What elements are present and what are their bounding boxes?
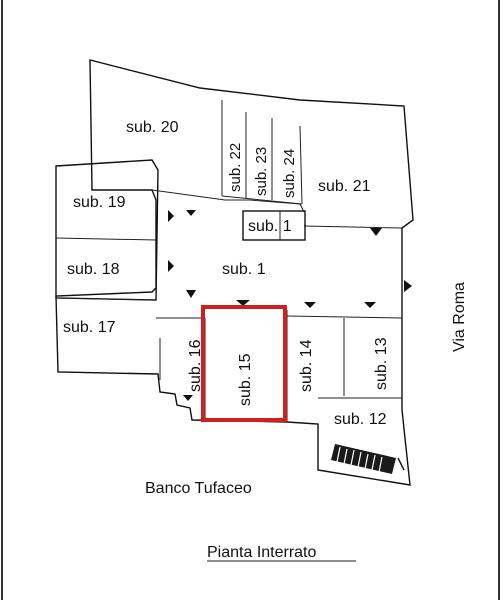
label-sub16: sub. 16: [187, 339, 204, 392]
label-sub20: sub. 20: [126, 119, 179, 136]
label-sub23: sub. 23: [253, 147, 270, 196]
door-marker-corridor: [186, 210, 196, 216]
wall-lower-row-top: [156, 315, 403, 319]
stair-hatch-lines: [336, 446, 383, 473]
label-sub24: sub. 24: [281, 149, 298, 198]
stair-hatch: [331, 444, 396, 474]
label-sub17: sub. 17: [63, 319, 116, 336]
label-sub13: sub. 13: [373, 337, 390, 390]
label-sub1: sub. 1: [222, 261, 266, 278]
label-ground: Banco Tufaceo: [145, 480, 252, 497]
wall-19-18: [55, 237, 157, 241]
door-marker-16: [186, 290, 196, 298]
label-sub1-small: sub. 1: [248, 218, 292, 235]
label-sub22: sub. 22: [227, 143, 244, 192]
room-sub1-small-box: [242, 210, 306, 241]
door-marker-via-roma: [404, 280, 412, 292]
highlight-sub15: [201, 305, 287, 422]
door-marker-sub16-base: [183, 395, 193, 401]
door-markers: [168, 210, 412, 401]
label-sub19: sub. 19: [73, 194, 126, 211]
wall-22-base: [221, 195, 303, 205]
label-sub21: sub. 21: [318, 178, 371, 195]
door-marker-13: [364, 302, 376, 308]
door-marker-19: [168, 210, 174, 222]
wall-20-corridor: [151, 189, 305, 213]
left-wing-outline: [55, 159, 159, 301]
label-street: Via Roma: [451, 282, 468, 352]
wall-21-bottom: [303, 225, 403, 229]
label-sub15: sub. 15: [237, 353, 254, 406]
wall-18-17: [55, 297, 157, 301]
door-marker-21: [370, 228, 382, 236]
label-sub14: sub. 14: [298, 339, 315, 392]
label-sub18: sub. 18: [67, 261, 120, 278]
stair-edge: [397, 457, 405, 471]
door-marker-15: [236, 300, 250, 306]
plan-title: Pianta Interrato: [207, 544, 317, 561]
door-marker-18: [168, 260, 174, 272]
door-marker-14: [304, 302, 316, 308]
wall-24-21: [299, 125, 303, 205]
label-sub12: sub. 12: [334, 411, 387, 428]
